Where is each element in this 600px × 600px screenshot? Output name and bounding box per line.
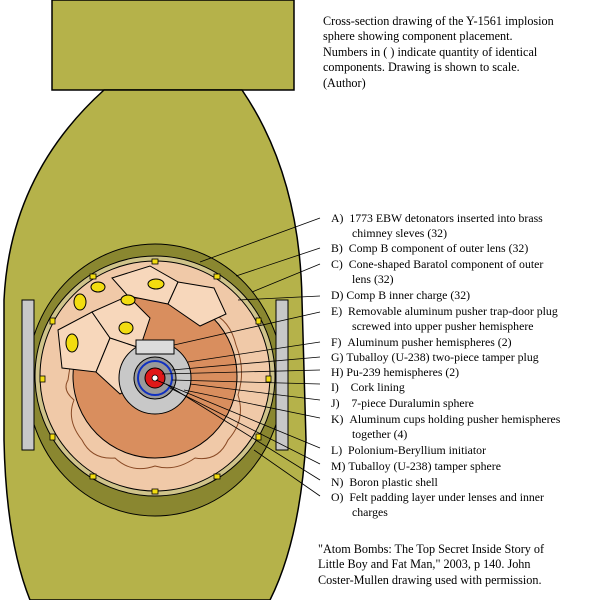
caption-line: Numbers in ( ) indicate quantity of iden…	[323, 44, 538, 59]
leader-lines	[155, 217, 321, 497]
label-text: Tuballoy (U-238) two-piece tamper plug	[346, 350, 539, 364]
label-k: K) Aluminum cups holding pusher hemisphe…	[331, 412, 560, 442]
label-text: together (4)	[352, 427, 408, 441]
label-letter: K)	[331, 412, 344, 426]
label-text: Aluminum cups holding pusher hemispheres	[349, 412, 561, 426]
label-j: J) 7-piece Duralumin sphere	[331, 396, 474, 411]
detonator-icon	[90, 281, 106, 293]
label-letter: D)	[331, 288, 344, 302]
label-letter: E)	[331, 304, 343, 318]
label-letter: N)	[331, 475, 344, 489]
mount-plate-left	[21, 299, 35, 451]
detonator-studs	[39, 258, 272, 495]
label-letter: O)	[331, 490, 344, 504]
label-text: charges	[352, 505, 388, 519]
caption-line: Cross-section drawing of the Y-1561 impl…	[323, 14, 554, 28]
label-a: A) 1773 EBW detonators inserted into bra…	[331, 211, 543, 241]
diagram-caption: Cross-section drawing of the Y-1561 impl…	[323, 14, 595, 91]
detonator-icon	[120, 294, 136, 306]
label-text: Cork lining	[350, 380, 405, 394]
pusher-trap-door-plug	[135, 339, 175, 355]
label-c: C) Cone-shaped Baratol component of oute…	[331, 257, 543, 287]
citation-line: Coster-Mullen drawing used with permissi…	[318, 572, 542, 587]
label-letter: L)	[331, 443, 343, 457]
label-d: D) Comp B inner charge (32)	[331, 288, 470, 303]
label-letter: G)	[331, 350, 344, 364]
label-h: H) Pu-239 hemispheres (2)	[331, 365, 459, 380]
label-text: Polonium-Beryllium initiator	[348, 443, 486, 457]
outer-lens-segment	[167, 281, 227, 327]
label-text: Felt padding layer under lenses and inne…	[349, 490, 544, 504]
label-text: Tuballoy (U-238) tamper sphere	[348, 459, 501, 473]
label-text: Pu-239 hemispheres (2)	[346, 365, 460, 379]
caption-line: sphere showing component placement.	[323, 29, 513, 44]
label-letter: M)	[331, 459, 346, 473]
label-letter: A)	[331, 211, 344, 225]
caption-line: (Author)	[323, 75, 366, 90]
label-text: screwed into upper pusher hemisphere	[352, 319, 534, 333]
citation-line: "Atom Bombs: The Top Secret Inside Story…	[318, 542, 545, 556]
label-text: Comp B component of outer lens (32)	[348, 241, 529, 255]
label-e: E) Removable aluminum pusher trap-door p…	[331, 304, 558, 334]
boron-plastic-shell	[137, 360, 173, 396]
label-o: O) Felt padding layer under lenses and i…	[331, 490, 544, 520]
label-m: M) Tuballoy (U-238) tamper sphere	[331, 459, 501, 474]
label-n: N) Boron plastic shell	[331, 475, 438, 490]
detonator-icon	[147, 278, 165, 290]
label-text: Boron plastic shell	[349, 475, 438, 489]
label-text: chimney sleves (32)	[352, 226, 448, 240]
label-b: B) Comp B component of outer lens (32)	[331, 241, 528, 256]
casing-upper-block	[51, 0, 295, 91]
label-letter: C)	[331, 257, 343, 271]
label-l: L) Polonium-Beryllium initiator	[331, 443, 486, 458]
label-text: lens (32)	[352, 272, 394, 286]
label-g: G) Tuballoy (U-238) two-piece tamper plu…	[331, 350, 539, 365]
label-text: Cone-shaped Baratol component of outer	[348, 257, 544, 271]
detonator-icon	[118, 321, 134, 335]
label-letter: H)	[331, 365, 344, 379]
detonator-icon	[65, 333, 79, 353]
label-letter: F)	[331, 335, 342, 349]
label-text: Aluminum pusher hemispheres (2)	[347, 335, 512, 349]
label-i: I) Cork lining	[331, 380, 405, 395]
citation-line: Little Boy and Fat Man," 2003, p 140. Jo…	[318, 557, 531, 572]
initiator	[151, 374, 159, 382]
label-letter: I)	[331, 380, 339, 394]
caption-line: components. Drawing is shown to scale.	[323, 60, 520, 75]
mount-plate-right	[275, 299, 289, 451]
label-letter: J)	[331, 396, 340, 410]
label-f: F) Aluminum pusher hemispheres (2)	[331, 335, 512, 350]
label-text: Removable aluminum pusher trap-door plug	[348, 304, 558, 318]
label-text: 7-piece Duralumin sphere	[351, 396, 474, 410]
label-letter: B)	[331, 241, 343, 255]
detonator-icon	[73, 293, 87, 311]
citation: "Atom Bombs: The Top Secret Inside Story…	[318, 542, 544, 588]
label-text: 1773 EBW detonators inserted into brass	[349, 211, 543, 225]
label-text: Comp B inner charge (32)	[346, 288, 471, 302]
